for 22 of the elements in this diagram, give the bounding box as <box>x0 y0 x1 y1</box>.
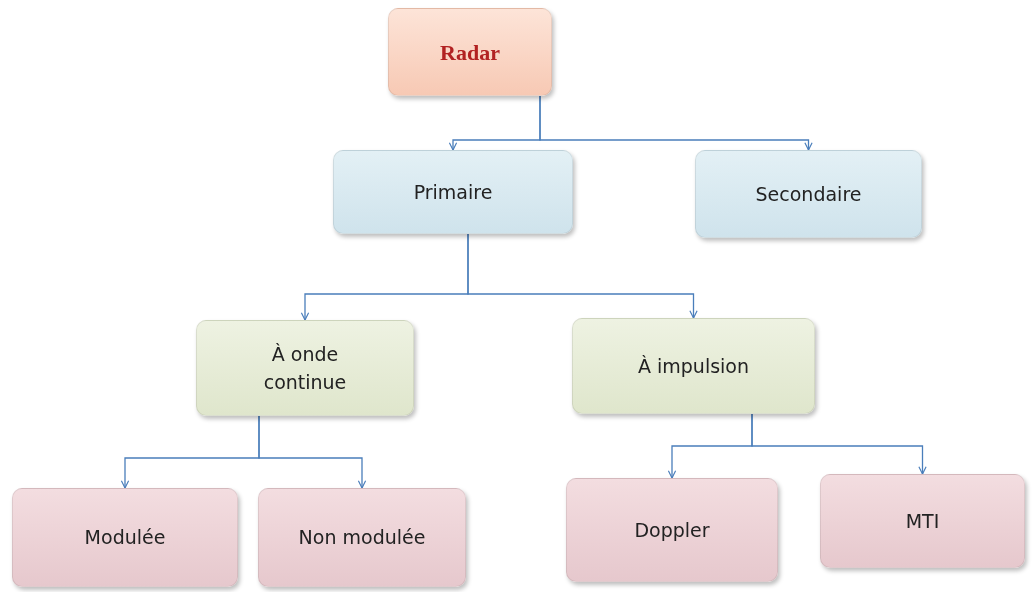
arrow <box>258 415 367 489</box>
category-box <box>566 478 778 582</box>
box-label: Non modulée <box>297 525 427 551</box>
box-label: MTI <box>904 508 941 534</box>
category-box <box>388 8 552 96</box>
box-label: À impulsion <box>636 353 751 379</box>
box-label: À onde continue <box>262 341 348 395</box>
box-label: Modulée <box>83 525 167 551</box>
category-box <box>572 318 815 414</box>
category-box <box>12 488 238 587</box>
box-label: Secondaire <box>754 181 863 207</box>
arrow <box>751 413 927 475</box>
arrow <box>467 233 698 319</box>
category-box <box>820 474 1025 568</box>
box-label: Doppler <box>633 517 711 543</box>
category-box <box>333 150 573 234</box>
category-box <box>258 488 466 587</box>
box-label: Primaire <box>412 179 494 205</box>
category-box <box>196 320 414 416</box>
category-box <box>695 150 922 238</box>
arrow <box>539 95 813 151</box>
box-label: Radar <box>439 38 501 67</box>
